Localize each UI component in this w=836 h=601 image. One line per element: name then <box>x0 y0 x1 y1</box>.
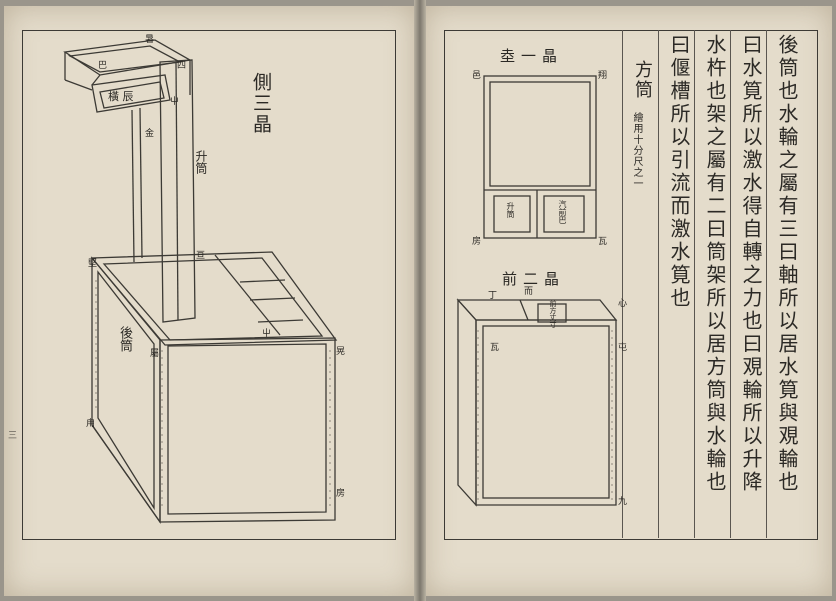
label-frame: 橫 辰 <box>108 90 134 103</box>
column-rule-1 <box>622 30 623 538</box>
fig1-label-top-right: 翔 <box>598 71 608 81</box>
label-box-top-mid: 亘 <box>196 251 206 261</box>
fig1-label-bottom-left: 房 <box>472 237 482 247</box>
right-page-frame <box>444 30 818 540</box>
label-box-right: 晃 <box>336 347 346 357</box>
text-column-2: 曰水筧所以激水得自轉之力也曰覌輪所以升降 <box>739 34 763 494</box>
margin-page-mark: 三 <box>8 431 18 441</box>
text-column-4: 曰偃槽所以引流而激水筧也 <box>667 34 691 310</box>
label-top-right: 四 <box>177 61 187 71</box>
left-page-frame <box>22 30 396 540</box>
fig1-label-top-left: 邑 <box>472 71 482 81</box>
column-rule-5 <box>766 30 767 538</box>
text-column-1: 後筒也水輪之屬有三曰軸所以居水筧與覌輪也 <box>775 34 799 494</box>
fig2-label-top-right: 心 <box>618 299 628 309</box>
label-box-left-bottom: 甪 <box>86 419 96 429</box>
sub-note: 繪用十分尺之一 <box>631 112 642 189</box>
fig2-label-bottom-right: 九 <box>618 497 628 507</box>
sub-heading: 方筒 <box>632 60 653 100</box>
label-box-mid-a: 屬 <box>150 349 160 359</box>
fig1-inner-left: 升筒 <box>506 202 515 218</box>
column-rule-4 <box>730 30 731 538</box>
fig1-inner-right: 汽前巴 <box>558 200 567 224</box>
fig2-label-top-mid: 而 <box>524 287 534 297</box>
left-page <box>4 6 416 596</box>
fig2-label-top-right-box: 前方丈寸 <box>549 300 557 328</box>
fig2-label-mid-left: 瓦 <box>490 343 500 353</box>
label-top-back: 暑 <box>145 35 155 45</box>
fig2-label-top-left: 丁 <box>488 291 498 301</box>
column-rule-2 <box>658 30 659 538</box>
top-view-title: 坴一晶 <box>500 47 564 65</box>
fig2-label-mid-right: 屯 <box>618 343 628 353</box>
label-box-mid-b: 屮 <box>262 329 272 339</box>
left-figure-title: 側三晶 <box>250 72 272 135</box>
label-post: 升筒 <box>194 150 208 174</box>
text-column-3: 水杵也架之屬有二曰筒架所以居方筒與水輪也 <box>703 34 727 494</box>
label-box-top-left: 堅 <box>88 259 98 269</box>
front-view-title: 前二晶 <box>502 270 566 288</box>
label-frame-right: 屮 <box>170 97 180 107</box>
fig1-label-bottom-right: 瓦 <box>598 237 608 247</box>
label-top-left: 巴 <box>98 61 108 71</box>
label-post-mid: 金 <box>145 129 155 139</box>
label-box-back: 後筒 <box>117 326 132 352</box>
label-box-bottom-right: 房 <box>336 489 346 499</box>
column-rule-3 <box>694 30 695 538</box>
book-gutter <box>414 0 426 601</box>
